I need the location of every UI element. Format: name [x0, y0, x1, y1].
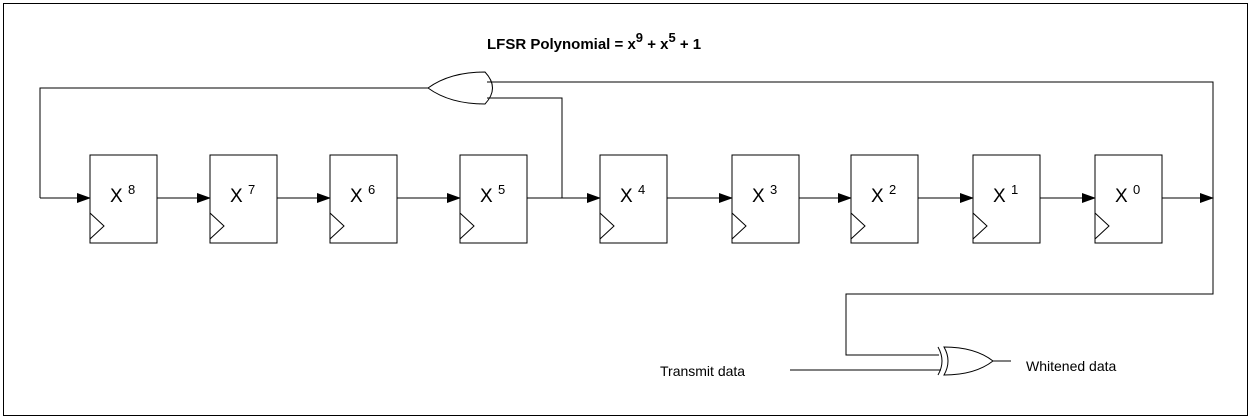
register-x4: X 4: [599, 154, 733, 244]
register-label: X 1: [993, 182, 1018, 207]
register-label: X 2: [871, 182, 896, 207]
clock-input-icon: [89, 212, 105, 240]
whitening-xor-gate: [937, 346, 994, 376]
clock-input-icon: [1094, 212, 1110, 240]
transmit-data-label: Transmit data: [660, 363, 745, 379]
register-x6: X 6: [329, 154, 461, 244]
lfsr-output-wire: [845, 198, 1214, 356]
register-label: X 5: [480, 182, 505, 207]
clock-input-icon: [209, 212, 225, 240]
register-label: X 3: [752, 182, 777, 207]
tap-x5-wire: [487, 97, 563, 198]
feedback-wire: [39, 87, 428, 198]
register-x3: X 3: [731, 154, 852, 244]
polynomial-title: LFSR Polynomial = x9 + x5 + 1: [487, 30, 701, 53]
register-x5: X 5: [459, 154, 601, 244]
shift-register-chain: X 8 X 7 X 6 X 5 X 4 X 3 X 2 X 1 X 0: [89, 154, 1214, 244]
clock-input-icon: [972, 212, 988, 240]
register-x8: X 8: [89, 154, 211, 244]
register-label: X 4: [620, 182, 645, 207]
register-x0: X 0: [1094, 154, 1214, 244]
clock-input-icon: [731, 212, 747, 240]
tap-x0-wire: [487, 81, 1214, 198]
register-label: X 7: [230, 182, 255, 207]
clock-input-icon: [459, 212, 475, 240]
clock-input-icon: [850, 212, 866, 240]
feedback-xor-gate: [427, 71, 493, 105]
diagram-frame: [3, 3, 1248, 416]
register-label: X 6: [350, 182, 375, 207]
clock-input-icon: [599, 212, 615, 240]
register-label: X 8: [110, 182, 135, 207]
register-x2: X 2: [850, 154, 974, 244]
register-label: X 0: [1115, 182, 1140, 207]
whitened-data-label: Whitened data: [1026, 358, 1116, 374]
clock-input-icon: [329, 212, 345, 240]
register-x7: X 7: [209, 154, 331, 244]
register-x1: X 1: [972, 154, 1096, 244]
